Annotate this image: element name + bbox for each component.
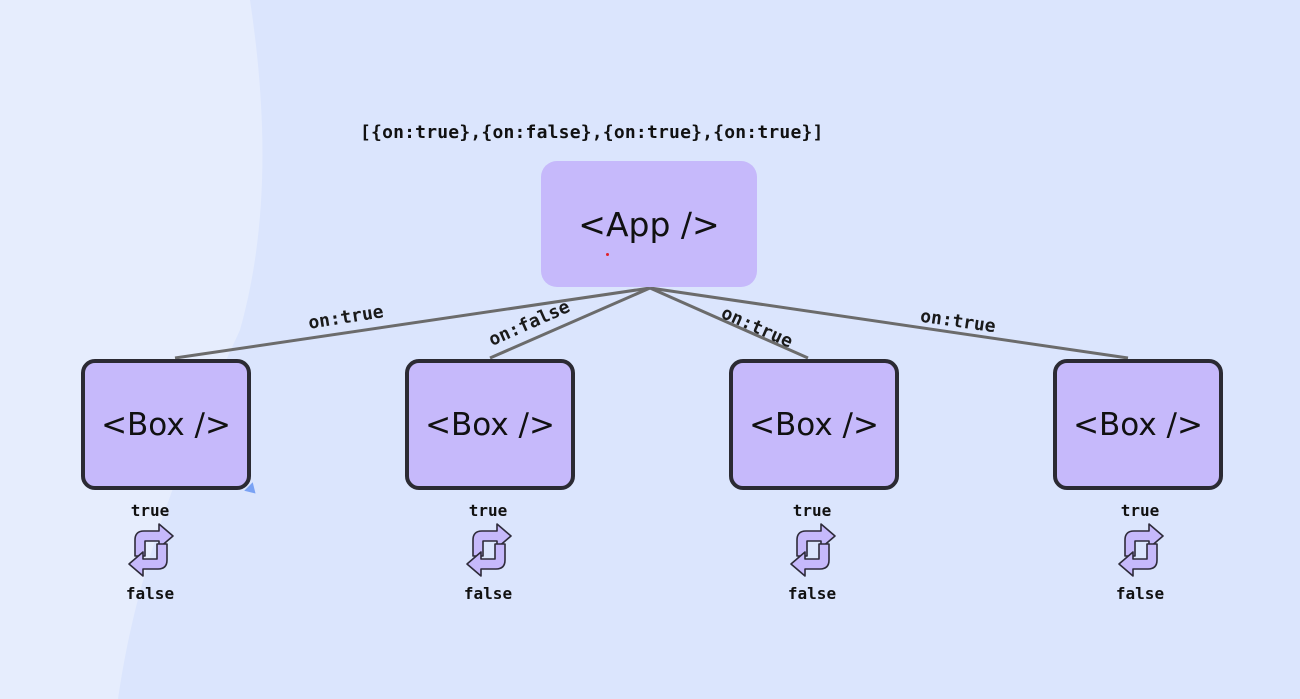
box-node-label: <Box />	[1073, 406, 1203, 443]
box-2-state-true: true	[468, 501, 508, 520]
box-node-2: <Box />	[405, 359, 575, 490]
box-2-state-false: false	[463, 584, 513, 603]
box-4-state-true: true	[1120, 501, 1160, 520]
box-4-state-false: false	[1115, 584, 1165, 603]
edge-app-box-4	[649, 286, 1129, 360]
cycle-arrows-icon	[466, 523, 512, 577]
app-node-label: <App />	[578, 204, 720, 244]
box-3-state-false: false	[787, 584, 837, 603]
state-array-label: [{on:true},{on:false},{on:true},{on:true…	[360, 122, 824, 143]
box-3-state-true: true	[792, 501, 832, 520]
box-node-4: <Box />	[1053, 359, 1223, 490]
box-node-label: <Box />	[101, 406, 231, 443]
box-node-label: <Box />	[749, 406, 879, 443]
cycle-arrows-icon	[1118, 523, 1164, 577]
cycle-arrows-icon	[128, 523, 174, 577]
red-dot	[606, 253, 609, 256]
box-1-state-false: false	[125, 584, 175, 603]
edge-app-box-3	[649, 286, 809, 360]
app-node: <App />	[541, 161, 757, 287]
box-node-3: <Box />	[729, 359, 899, 490]
box-node-1: <Box />	[81, 359, 251, 490]
edge-app-box-2	[489, 286, 651, 360]
box-1-state-true: true	[130, 501, 170, 520]
cycle-arrows-icon	[790, 523, 836, 577]
edge-app-box-1	[174, 286, 651, 360]
box-node-label: <Box />	[425, 406, 555, 443]
